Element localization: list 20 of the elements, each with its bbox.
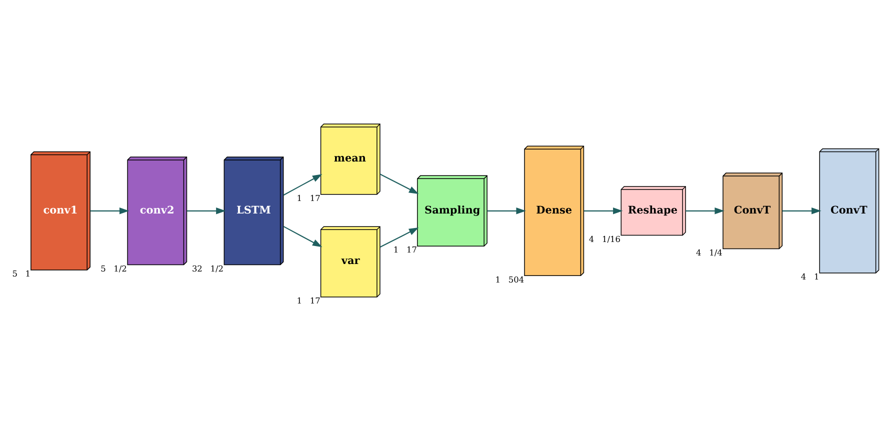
node-label: 4 1/4 [696,247,722,258]
node-label: 4 1/16 [588,234,620,244]
node-label: 1 504 [495,274,524,284]
arrow [186,207,226,214]
node-label: 1 17 [393,244,417,255]
node-label: 4 1 [800,272,820,282]
arrow [686,207,724,214]
node-label: 1 17 [296,192,320,203]
arrow [487,207,526,214]
node-label: 5 1 [12,268,30,279]
arrow [584,207,623,214]
node-label: 5 1/2 [100,263,127,274]
arrow [380,228,419,248]
arrow [283,174,322,196]
arrow [380,174,419,194]
node-label: 32 1/2 [192,263,224,274]
arrow [90,207,130,214]
arrow [283,226,322,248]
node-label: 1 17 [296,296,320,306]
arrow [782,207,822,214]
